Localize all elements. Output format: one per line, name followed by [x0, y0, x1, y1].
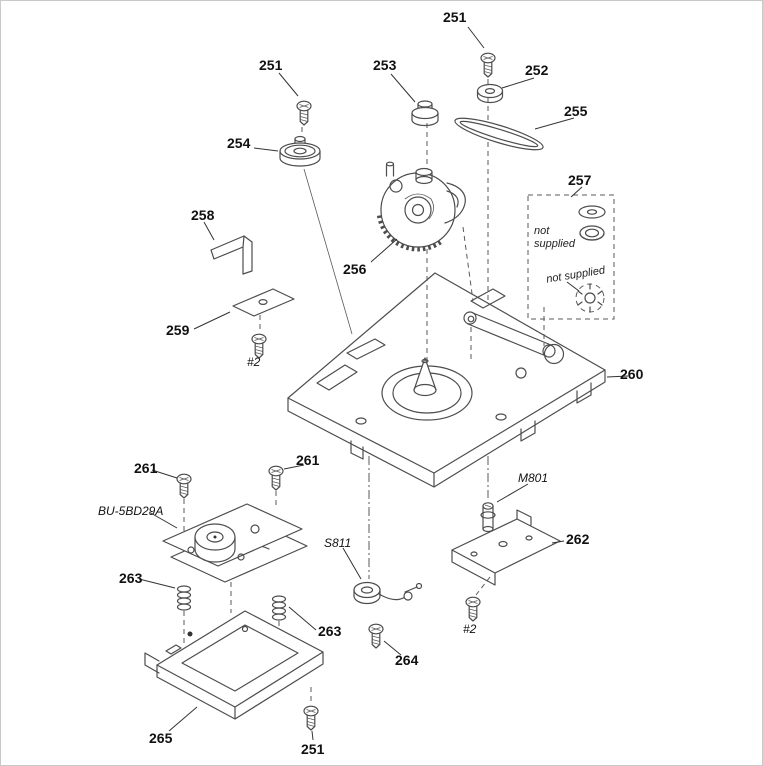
callout-259: 259 [166, 322, 190, 338]
screw-spec-bottom: #2 [463, 622, 477, 636]
callout-263-right: 263 [318, 623, 342, 639]
part-259-plate [232, 288, 295, 317]
callout-264: 264 [395, 652, 419, 668]
callout-258: 258 [191, 207, 215, 223]
callout-251-left: 251 [259, 57, 283, 73]
part-bu5bd29a-board [162, 503, 308, 583]
part-m801-post [480, 502, 496, 533]
part-255-belt [454, 117, 544, 151]
callout-262: 262 [566, 531, 590, 547]
leader-lines [138, 26, 629, 741]
part-265-frame [144, 610, 324, 720]
callout-265: 265 [149, 730, 173, 746]
screw-251-left [296, 100, 312, 126]
part-s811-lever [353, 581, 423, 605]
screw-261-left [176, 473, 192, 499]
screw-2-bottom [465, 596, 481, 622]
screw-spec-top: #2 [247, 355, 261, 369]
callout-260: 260 [620, 366, 644, 382]
callout-256: 256 [343, 261, 367, 277]
callout-261-left: 261 [134, 460, 158, 476]
callout-254: 254 [227, 135, 251, 151]
callout-257: 257 [568, 172, 592, 188]
callout-251-bottom: 251 [301, 741, 325, 757]
screw-251-top [480, 52, 496, 78]
not-supplied-note-line1: not [534, 225, 550, 237]
part-258-ribbon [210, 235, 253, 275]
not-supplied-note-line2: supplied [534, 238, 575, 250]
callout-261-right: 261 [296, 452, 320, 468]
callout-251-top: 251 [443, 9, 467, 25]
part-gear-not-supplied [575, 283, 605, 313]
part-252-washer [476, 83, 504, 104]
ref-label-bu5bd29a: BU-5BD29A [98, 504, 164, 518]
part-256-cam-gear [376, 161, 466, 252]
part-253-pulley [411, 100, 439, 127]
spring-263-right [271, 595, 287, 621]
ref-label-s811: S811 [324, 536, 352, 550]
callout-255: 255 [564, 103, 588, 119]
screw-261-right [268, 465, 284, 491]
part-254-pulley [279, 135, 321, 167]
callout-263-left: 263 [119, 570, 143, 586]
part-262-bracket [451, 509, 561, 586]
part-260-chassis [287, 272, 606, 488]
screw-264 [368, 623, 384, 649]
ref-label-m801: M801 [518, 471, 549, 485]
callout-252: 252 [525, 62, 549, 78]
group-257-not-supplied [527, 194, 615, 320]
spring-263-left [176, 585, 192, 611]
screw-251-bottom [303, 705, 319, 731]
callout-253: 253 [373, 57, 397, 73]
